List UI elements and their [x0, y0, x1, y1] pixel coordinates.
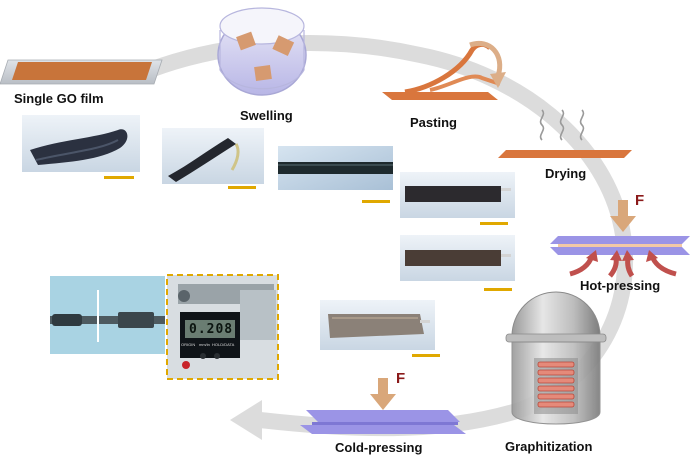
- photo-cross-section: [278, 146, 393, 203]
- photo-micrometer-spindle: [50, 276, 165, 354]
- micrometer-button-hold: HOLD/DATA: [212, 342, 235, 347]
- hot-pressing-illustration: [550, 200, 690, 278]
- label-pasting: Pasting: [410, 115, 457, 130]
- photo-go-film-folded: [22, 115, 140, 179]
- photo-graphitized-film: [320, 300, 440, 357]
- label-single-go-film: Single GO film: [14, 91, 104, 106]
- pasting-illustration: [382, 41, 506, 100]
- micrometer-button-origin: ORIGIN: [181, 342, 196, 347]
- photo-dried-film: [400, 172, 515, 225]
- force-label-hot: F: [635, 192, 645, 209]
- label-drying: Drying: [545, 166, 587, 181]
- photo-hot-pressed-film: [400, 235, 515, 291]
- cold-pressing-illustration: [300, 378, 466, 434]
- scale-bar: [362, 200, 390, 203]
- scale-bar: [484, 288, 512, 291]
- label-hot-pressing: Hot-pressing: [580, 278, 661, 293]
- scale-bar: [228, 186, 256, 189]
- scale-bar: [104, 176, 134, 179]
- micrometer-readout: 0.208: [189, 322, 234, 337]
- label-graphitization: Graphitization: [505, 439, 593, 454]
- scale-bar: [412, 354, 440, 357]
- heat-wave-icon: [539, 109, 585, 141]
- photo-micrometer-display: [166, 274, 279, 380]
- scale-bar: [480, 222, 508, 225]
- single-go-film-sheet: [0, 59, 163, 85]
- graphitization-furnace-icon: [505, 291, 607, 425]
- drying-illustration: [498, 109, 632, 158]
- petri-dish-icon: [217, 7, 307, 96]
- label-cold-pressing: Cold-pressing: [335, 440, 423, 455]
- micrometer-button-unit: mm/in: [199, 342, 210, 347]
- force-arrow-icon: [610, 200, 636, 232]
- force-arrow-icon: [370, 378, 396, 410]
- photo-swollen-film: [162, 128, 264, 189]
- label-swelling: Swelling: [240, 108, 293, 123]
- force-label-cold: F: [396, 370, 406, 387]
